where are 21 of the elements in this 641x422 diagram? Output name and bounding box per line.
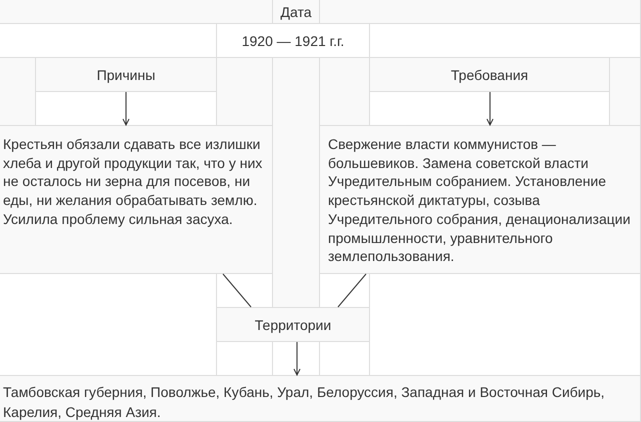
table-cell: [320, 126, 641, 274]
table-cell: [370, 58, 610, 92]
table-cell: [0, 126, 273, 274]
arrow: [122, 92, 130, 126]
column-heading: Дата: [280, 2, 312, 20]
arrow: [294, 342, 300, 376]
table-cell: [273, 0, 320, 24]
date-text: 1920 — 1921 г.г.: [242, 32, 344, 50]
paragraph: Крестьян обязали сдавать все излишки хлеба и другой продукции так, что у них не осталось ни зерна для посевов, ни еды, ни желания обрабатывать землю. Усилила проблему сильная засуха.: [3, 135, 264, 229]
table-cell: [217, 308, 370, 342]
column-heading: Требования: [450, 66, 528, 84]
paragraph: Тамбовская губерния, Поволжье, Кубань, Урал, Белоруссия, Западная и Восточная Сибирь, Карелия, Средняя Азия.: [3, 383, 606, 422]
table-cell: [0, 376, 641, 422]
table-cell: [217, 24, 370, 58]
table-cell: [36, 58, 217, 92]
column-heading: Причины: [96, 66, 156, 84]
column-heading: Территории: [254, 316, 332, 334]
connector-line: [338, 274, 366, 308]
connector-line: [222, 274, 252, 308]
paragraph: Свержение власти коммунистов — большевиков. Замена советской власти Учредительным собранием. Установление крестьянской диктатуры, созыва Учредительного собрания, денационализации промышленности, уравнительного землепользования.: [328, 135, 632, 266]
arrow: [486, 92, 494, 126]
